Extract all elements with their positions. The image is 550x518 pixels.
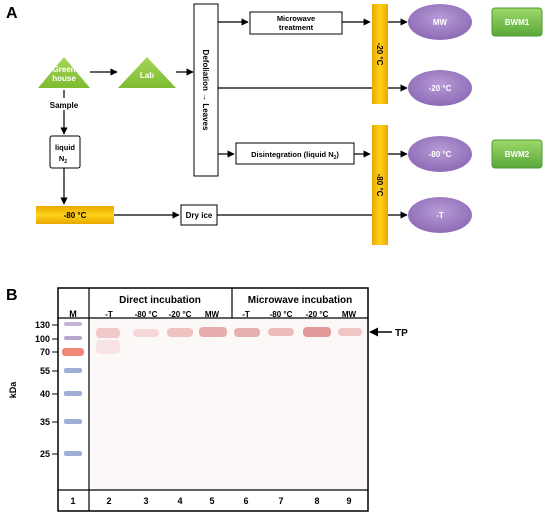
band-lane-4 [167, 328, 193, 337]
marker-band-35 [64, 419, 82, 424]
bwm1-label: BWM1 [505, 18, 530, 27]
group-microwave-label: Microwave incubation [248, 295, 352, 306]
kda-tick-55: 55 [40, 366, 50, 376]
bwm2-label: BWM2 [505, 150, 530, 159]
sample-bands [96, 327, 362, 354]
output-m80-label: -80 °C [429, 150, 452, 159]
marker-ladder [62, 322, 84, 456]
group-direct-label: Direct incubation [119, 295, 201, 306]
band-lane-5 [199, 327, 227, 337]
kda-tick-70: 70 [40, 347, 50, 357]
sample-label: Sample [50, 101, 79, 110]
freezer-top-label: -20 °C [375, 43, 384, 66]
disintegration-label: Disintegration (liquid N2) [251, 150, 339, 161]
lab-triangle [118, 57, 176, 88]
microwave-box [249, 11, 343, 35]
band-lane-9 [338, 328, 362, 336]
kda-tick-130: 130 [35, 320, 50, 330]
lane-number-3: 3 [143, 496, 148, 506]
lane-header-6: -T [242, 310, 250, 319]
sample-bg [44, 98, 84, 110]
band-lane-3 [133, 329, 159, 337]
output-t-ellipse [408, 197, 472, 233]
greenhouse-triangle [38, 57, 90, 88]
marker-band-40 [64, 391, 82, 396]
freezer-bottom-bar [372, 125, 388, 245]
marker-header: M [69, 309, 77, 319]
dry-ice-label: Dry ice [186, 211, 213, 220]
bwm1-box [491, 7, 543, 37]
lane-number-4: 4 [177, 496, 182, 506]
kda-ticks: 130 100 70 55 40 35 25 [35, 320, 58, 459]
lane-number-9: 9 [346, 496, 351, 506]
microwave-line2: treatment [279, 23, 314, 32]
tp-label: TP [395, 328, 408, 339]
kda-tick-40: 40 [40, 389, 50, 399]
panel-a-letter: A [6, 5, 18, 22]
marker-band-130 [64, 322, 82, 326]
liquid-n2-label: liquid [55, 143, 75, 152]
lane-number-8: 8 [314, 496, 319, 506]
lane-header-4: -20 °C [169, 310, 192, 319]
panel-b-letter: B [6, 287, 18, 304]
defoliation-box [193, 3, 219, 177]
liquid-n2-box [49, 135, 81, 169]
kda-tick-35: 35 [40, 417, 50, 427]
band-lane-2 [96, 328, 120, 338]
band-lane-8 [303, 327, 331, 337]
blot-membrane [90, 319, 367, 489]
lane-header-9: MW [342, 310, 357, 319]
lane-number-7: 7 [278, 496, 283, 506]
kda-axis-label: kDa [8, 381, 18, 399]
lane-number-6: 6 [243, 496, 248, 506]
liquid-n2-label-n: N2 [59, 154, 67, 165]
marker-band-55 [64, 368, 82, 373]
output-m20-ellipse [408, 70, 472, 106]
smear-lane-2 [96, 340, 120, 354]
lane-number-5: 5 [209, 496, 214, 506]
output-m20-label: -20 °C [429, 84, 452, 93]
marker-band-100 [64, 336, 82, 340]
lane-number-2: 2 [106, 496, 111, 506]
defoliation-label: Defoliation → Leaves [201, 50, 210, 131]
output-mw-label: MW [433, 18, 448, 27]
lane-headers: -T -80 °C -20 °C MW -T -80 °C -20 °C MW [105, 310, 356, 319]
microwave-line1: Microwave [277, 14, 315, 23]
lane-numbers: 1 2 3 4 5 6 7 8 9 [70, 496, 351, 506]
band-lane-6 [234, 328, 260, 337]
output-mw-ellipse [408, 4, 472, 40]
freezer-top-bar [372, 4, 388, 104]
band-lane-7 [268, 328, 294, 336]
lane-header-7: -80 °C [270, 310, 293, 319]
marker-band-25 [64, 451, 82, 456]
bwm2-box [491, 139, 543, 169]
lane-header-2: -T [105, 310, 113, 319]
kda-tick-25: 25 [40, 449, 50, 459]
marker-band-70 [62, 348, 84, 356]
lane-header-3: -80 °C [135, 310, 158, 319]
lane-number-1: 1 [70, 496, 75, 506]
output-m80-ellipse [408, 136, 472, 172]
minus80-box-label: -80 °C [64, 211, 87, 220]
lane-header-5: MW [205, 310, 220, 319]
output-t-label: -T [436, 211, 444, 220]
kda-tick-100: 100 [35, 334, 50, 344]
lab-label: Lab [140, 71, 154, 80]
minus80-box [36, 206, 114, 224]
freezer-bottom-label: -80 °C [375, 174, 384, 197]
lane-header-8: -20 °C [306, 310, 329, 319]
